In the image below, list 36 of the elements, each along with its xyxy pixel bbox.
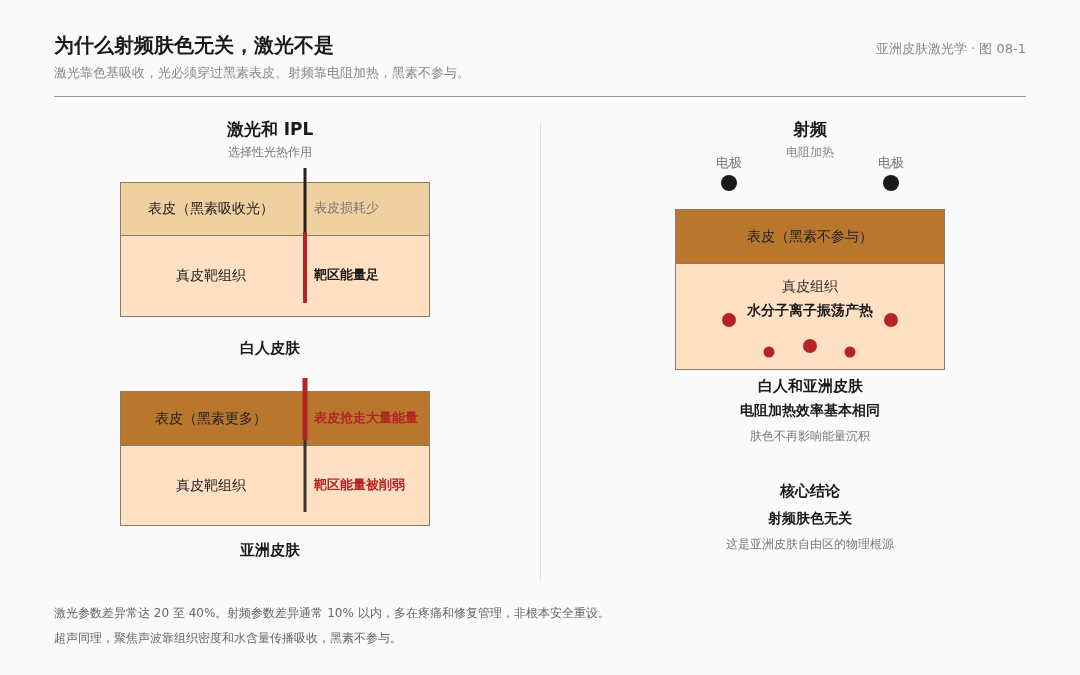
- layer-label: 表皮（黑素不参与）: [746, 227, 874, 246]
- electrode-label: 电极: [715, 154, 743, 172]
- panel-heading: 激光和 IPL: [225, 118, 315, 141]
- panel-subheading: 选择性光热作用: [227, 144, 313, 161]
- epidermis-layer: [120, 182, 430, 236]
- layer-label: 真皮靶组织: [175, 267, 247, 285]
- conclusion-text: 射频肤色无关: [767, 510, 853, 528]
- subtitle: 激光靠色基吸收，光必须穿过黑素表皮。射频靠电阻加热，黑素不参与。: [54, 64, 470, 82]
- skin-type-caption: 亚洲皮肤: [239, 541, 301, 560]
- skin-type-caption: 白人皮肤: [239, 339, 301, 358]
- page-title: 为什么射频肤色无关，激光不是: [54, 32, 334, 59]
- panel-heading: 射频: [792, 118, 828, 141]
- skin-type-caption: 白人和亚洲皮肤: [756, 377, 864, 396]
- annotation-text: 靶区能量足: [314, 266, 379, 284]
- conclusion-heading: 核心结论: [778, 482, 841, 501]
- figure-reference: 亚洲皮肤激光学 · 图 08-1: [875, 40, 1026, 58]
- annotation-text: 表皮抢走大量能量: [314, 408, 418, 427]
- layer-label: 真皮靶组织: [175, 476, 247, 495]
- footnote: 激光参数差异常达 20 至 40%。射频参数差异通常 10% 以内，多在疼痛和修复管理，非根本安全重设。: [54, 605, 610, 622]
- dermis-layer: [120, 445, 430, 526]
- annotation-text: 水分子离子振荡产热: [746, 302, 874, 320]
- dermis-layer: [120, 235, 430, 317]
- annotation-text: 表皮损耗少: [314, 199, 379, 217]
- electrode-label: 电极: [877, 154, 905, 172]
- result-text: 电阻加热效率基本相同: [739, 402, 881, 420]
- footnote: 超声同理，聚焦声波靠组织密度和水含量传播吸收，黑素不参与。: [54, 630, 402, 647]
- dermis-layer: [675, 263, 945, 370]
- layer-label: 真皮组织: [781, 278, 839, 296]
- panel-subheading: 电阻加热: [785, 144, 835, 161]
- note-text: 肤色不再影响能量沉积: [749, 428, 871, 445]
- layer-label: 表皮（黑素更多）: [154, 409, 268, 428]
- annotation-text: 靶区能量被削弱: [314, 475, 405, 494]
- epidermis-layer: [120, 391, 430, 446]
- layer-label: 表皮（黑素吸收光）: [147, 200, 275, 218]
- epidermis-layer: [675, 209, 945, 264]
- note-text: 这是亚洲皮肤自由区的物理根源: [725, 536, 895, 553]
